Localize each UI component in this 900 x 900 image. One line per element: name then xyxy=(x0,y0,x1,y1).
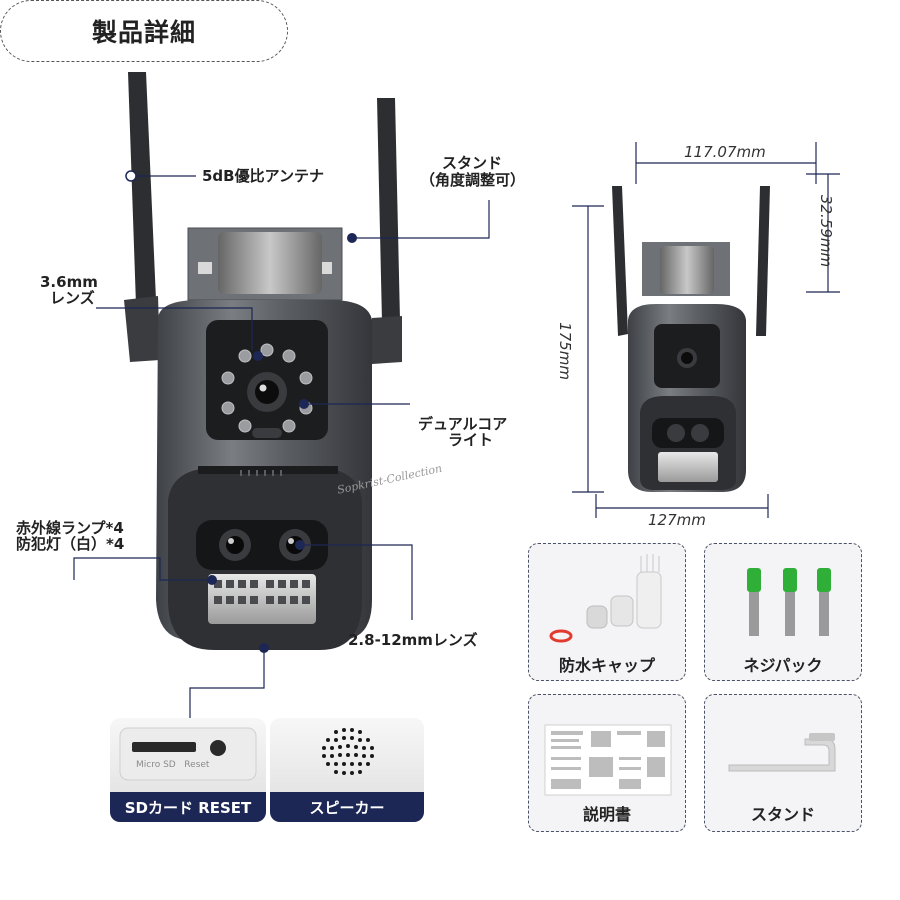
speaker-panel: スピーカー xyxy=(270,718,424,822)
screw-pack-icon xyxy=(747,568,831,636)
dimension-camera xyxy=(612,186,770,492)
accessory-label: 説明書 xyxy=(582,805,631,824)
top-cap xyxy=(218,232,322,294)
accessory-card-stand: スタンド xyxy=(704,694,862,832)
accessory-card-waterproof-cap: 防水キャップ xyxy=(528,543,686,681)
callout-ir-line2: 防犯灯（白）*4 xyxy=(16,535,125,553)
sd-card-reset-panel: Micro SD Reset SDカード RESET xyxy=(110,718,266,822)
accessory-label: ネジパック xyxy=(743,656,823,675)
dimension-stand-height: 32.59mm xyxy=(817,194,836,268)
accessory-card-manual: 説明書 xyxy=(528,694,686,832)
stand-bracket-icon xyxy=(728,733,836,772)
callout-lens-line2: レンズ xyxy=(50,289,95,307)
callout-stand-line1: スタンド xyxy=(442,154,503,172)
callout-stand-line2: （角度調整可） xyxy=(420,171,526,189)
manual-icon xyxy=(544,724,672,796)
page-title: 製品詳細 xyxy=(0,0,288,62)
dimension-bottom-width: 127mm xyxy=(648,511,706,529)
callout-zoom-lens: 2.8-12mmレンズ xyxy=(348,631,478,649)
sd-slot-illustration xyxy=(119,727,257,781)
dimension-top-width: 117.07mm xyxy=(684,143,766,161)
antenna-right xyxy=(372,98,402,364)
speaker-label: スピーカー xyxy=(270,792,424,822)
accessory-card-screw-pack: ネジパック xyxy=(704,543,862,681)
callout-dual-light-line2: ライト xyxy=(448,431,494,449)
sd-card-reset-label: SDカード RESET xyxy=(110,792,266,822)
speaker-grille-icon xyxy=(322,728,374,775)
dimension-height: 175mm xyxy=(555,322,574,380)
callout-dual-light-line1: デュアルコア xyxy=(418,415,508,433)
callout-antenna: 5dB優比アンテナ xyxy=(202,167,325,185)
accessory-label: スタンド xyxy=(750,805,815,824)
sd-slot-text: Micro SD Reset xyxy=(136,760,210,770)
antenna-left xyxy=(124,72,160,362)
callout-ir-line1: 赤外線ランプ*4 xyxy=(16,519,124,537)
accessory-label: 防水キャップ xyxy=(558,656,655,675)
callout-lens-line1: 3.6mm xyxy=(40,273,98,291)
led-bar xyxy=(208,574,316,624)
waterproof-cap-icon xyxy=(549,554,662,643)
